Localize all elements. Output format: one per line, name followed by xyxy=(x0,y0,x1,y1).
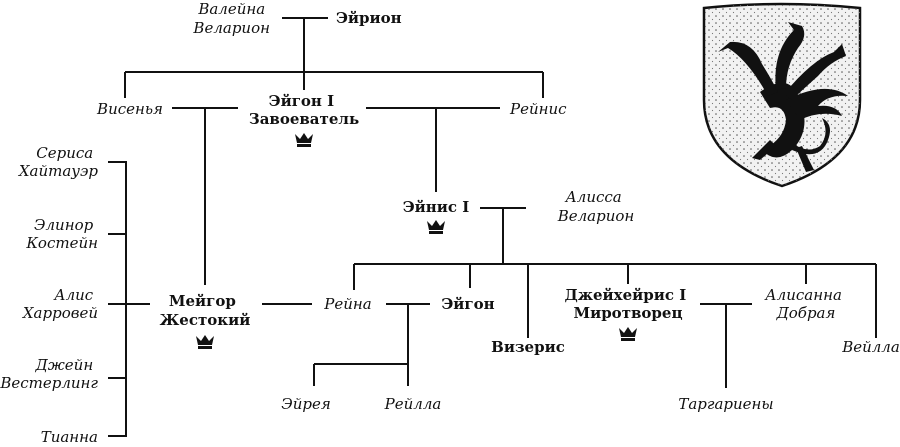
person-jaehaerys-i: Джейхейрис I Миротворец xyxy=(565,286,692,322)
person-jeyne-westerling: Джейн Вестерлинг xyxy=(0,356,98,392)
person-elinor-costayne: Элинор Костейн xyxy=(25,216,98,252)
person-aegon: Эйгон xyxy=(441,295,494,313)
person-rhaella: Рейлла xyxy=(384,395,442,413)
crown-icon xyxy=(196,335,214,349)
person-alys-harroway: Алис Харровей xyxy=(22,286,98,322)
person-alyssa-velaryon: Алисса Веларион xyxy=(557,188,635,225)
person-aerion: Эйрион xyxy=(336,9,402,27)
person-valaena-velaryon: Валейна Веларион xyxy=(192,0,270,37)
person-viserys: Визерис xyxy=(491,338,565,356)
person-rhaena: Рейна xyxy=(323,295,371,313)
person-tyanna: Тианна xyxy=(41,428,98,446)
person-maegor-the-cruel: Мейгор Жестокий xyxy=(160,292,251,329)
crown-icon xyxy=(427,220,445,234)
person-aerea: Эйрея xyxy=(281,395,331,413)
person-aenys-i: Эйнис I xyxy=(403,198,470,216)
person-rhaenys: Рейнис xyxy=(509,100,567,118)
connector-lines xyxy=(108,17,877,437)
person-visenya: Висенья xyxy=(96,100,163,118)
person-ceryse-hightower: Сериса Хайтауэр xyxy=(18,144,99,180)
person-targaryens: Таргариены xyxy=(678,395,773,413)
person-alysanne-the-good: Алисанна Добрая xyxy=(764,286,846,322)
three-headed-dragon-sigil xyxy=(702,2,862,188)
crown-icon xyxy=(295,133,313,147)
crown-icon xyxy=(619,327,637,341)
person-vaella: Вейлла xyxy=(841,338,900,356)
person-aegon-i: Эйгон I Завоеватель xyxy=(249,92,359,128)
